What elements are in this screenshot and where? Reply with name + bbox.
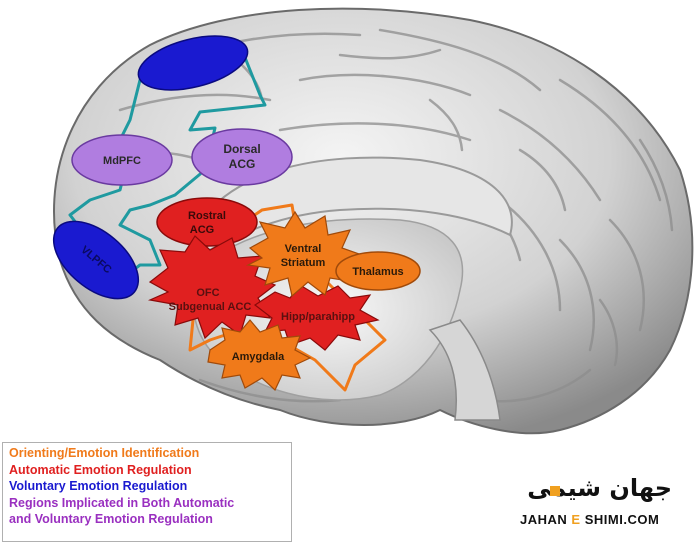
region-mdpfc	[71, 134, 173, 186]
brainstem	[428, 319, 501, 421]
region-amygdala	[207, 319, 312, 391]
region-top-blue	[137, 35, 249, 91]
region-rostral-acg-label-1: Rostral	[188, 210, 226, 222]
region-ofc-label-1: OFC	[196, 287, 219, 299]
region-ofc-subgenual-acc	[147, 235, 277, 340]
region-dorsal-acg-label-1: Dorsal	[223, 142, 260, 156]
watermark-latin-b: SHIMI.COM	[584, 512, 660, 527]
watermark-persian: جهان شیمی	[527, 474, 672, 502]
region-hipp-label: Hipp/parahipp	[281, 311, 355, 323]
legend-voluntary: Voluntary Emotion Regulation	[9, 479, 188, 493]
region-ventral-striatum-label-2: Striatum	[281, 257, 326, 269]
watermark-square-icon	[550, 486, 560, 496]
region-ofc-label-2: Subgenual ACC	[169, 301, 252, 313]
corpus-callosum	[189, 156, 513, 262]
watermark-latin-e: E	[571, 512, 581, 527]
watermark-latin: JAHAN E SHIMI.COM	[520, 512, 659, 527]
legend-orienting: Orienting/Emotion Identification	[9, 446, 200, 460]
legend-both-1: Regions Implicated in Both Automatic	[9, 495, 235, 510]
region-rostral-acg	[156, 197, 258, 247]
region-amygdala-label: Amygdala	[232, 351, 285, 363]
legend-automatic: Automatic Emotion Regulation	[9, 462, 192, 477]
region-thalamus	[335, 251, 421, 291]
region-vlpfc	[52, 220, 140, 300]
region-dorsal-acg-label-2: ACG	[229, 157, 256, 171]
legend: Orienting/Emotion Identification Automat…	[2, 442, 292, 542]
region-dorsal-acg	[191, 128, 293, 186]
region-rostral-acg-label-2: ACG	[190, 224, 214, 236]
region-ventral-striatum-label-1: Ventral	[285, 243, 322, 255]
region-thalamus-label: Thalamus	[352, 266, 403, 278]
watermark-logo: جهان شیمی JAHAN E SHIMI.COM	[520, 474, 680, 532]
region-mdpfc-label: MdPFC	[103, 155, 141, 167]
watermark-latin-a: JAHAN	[520, 512, 568, 527]
legend-both-2: and Voluntary Emotion Regulation	[9, 512, 213, 526]
